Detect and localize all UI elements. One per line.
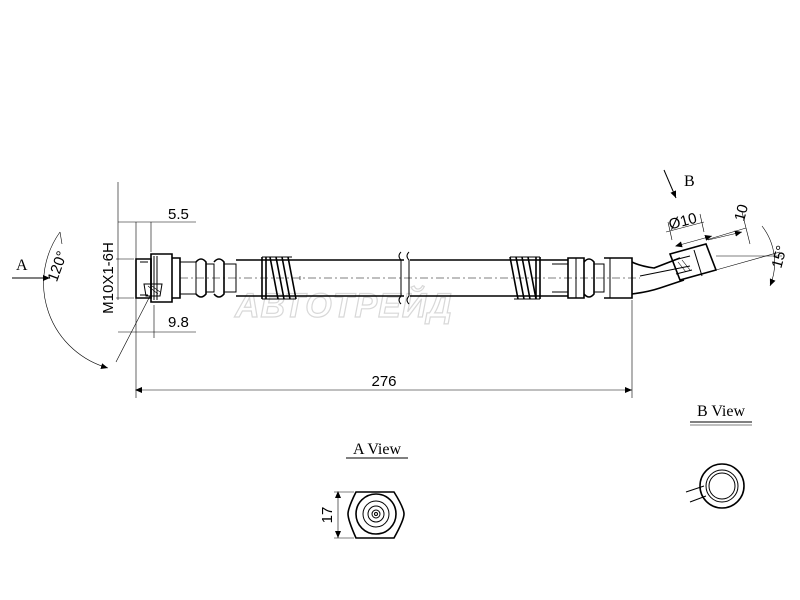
fitting-length-label: 5.5: [168, 206, 189, 223]
a-view-title: A View: [353, 441, 402, 458]
fitting-offset-label: 9.8: [168, 314, 189, 331]
b-view-title: B View: [697, 403, 746, 420]
left-spring-guard: [261, 256, 297, 300]
bend-diameter-label: Ø10: [667, 210, 699, 234]
dimensions-left: [12, 182, 196, 398]
dimensions-right: [663, 169, 782, 287]
right-spring-guard: [509, 256, 541, 300]
b-view: [685, 421, 752, 509]
bend-length-label: 10: [731, 203, 752, 224]
thread-spec-label: M10X1-6H: [100, 242, 117, 314]
right-fitting: [552, 243, 718, 299]
dimension-total-length: [135, 300, 633, 398]
arrow-b-label: B: [684, 173, 695, 190]
arrow-a-label: A: [16, 257, 28, 274]
hose-body: [180, 251, 640, 305]
a-view-height-label: 17: [319, 507, 336, 524]
total-length-label: 276: [371, 373, 396, 390]
watermark: АВТОТРЕЙД: [234, 286, 453, 325]
a-view: [334, 457, 408, 539]
bend-angle-label: 15°: [769, 244, 791, 270]
